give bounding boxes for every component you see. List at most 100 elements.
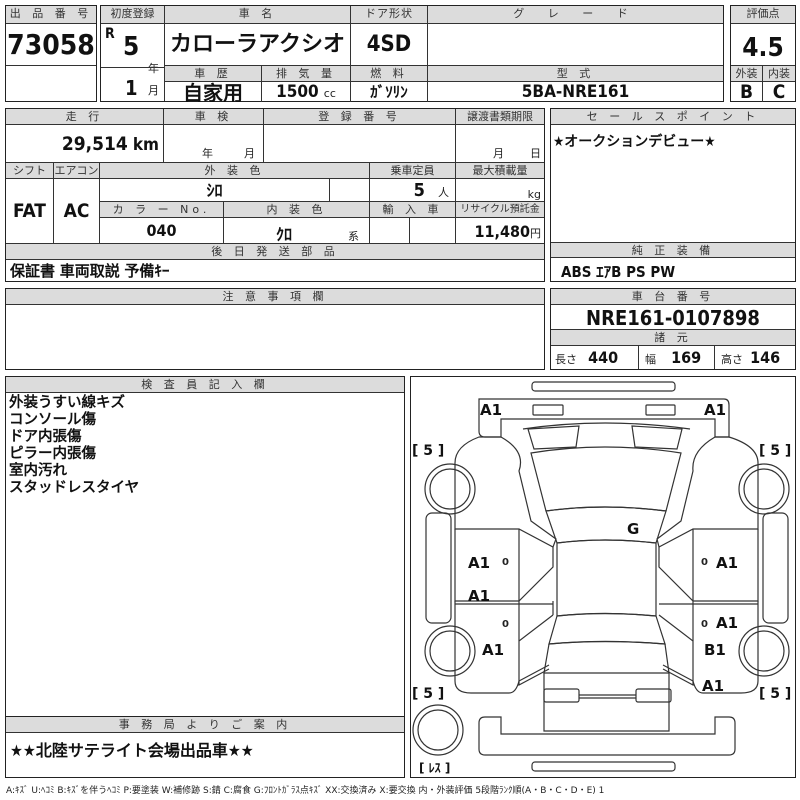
mark-right-rear-door: A1 [716, 614, 738, 632]
width-label: 幅 [645, 353, 656, 366]
color-number-label: カ ラ ー No. [100, 202, 224, 218]
capacity-value: 5 [413, 180, 425, 201]
zero-mark: 0 [502, 557, 509, 568]
registration-month: 1 [125, 76, 138, 100]
notes-box: 注 意 事 項 欄 [5, 288, 545, 370]
interior-color-unit: 系 [348, 230, 359, 243]
equipment-text: ABS ｴｱB PS PW [561, 263, 676, 281]
first-registration-label: 初度登録 [101, 6, 165, 24]
width: 幅 169 [639, 346, 715, 369]
vehicle-info-box: 初度登録 車 名 ドア形状 グ レ ー ド R 5 年 1 月 カローラアクシオ… [100, 5, 724, 102]
inspector-line: スタッドレスタイヤ [9, 480, 140, 496]
mark-left-rear-fender: A1 [482, 641, 504, 659]
car-name: カローラアクシオ [165, 24, 351, 66]
lot-number-label: 出 品 番 号 [6, 6, 96, 24]
mark-front-left: A1 [480, 401, 502, 419]
transfer-day-unit: 日 [530, 147, 541, 160]
interior-color-value: ｸﾛ [276, 225, 293, 244]
door-type: 4SD [351, 24, 428, 66]
zero-mark: 0 [701, 557, 708, 568]
fuel: ｶﾞｿﾘﾝ [351, 82, 428, 102]
capacity: 5 人 [370, 179, 456, 202]
office-notice-label: 事 務 局 よ り ご 案 内 [6, 717, 404, 733]
shift: FAT [6, 179, 54, 244]
exterior-color-extra [330, 179, 370, 202]
damage-diagram-box: A1 A1 G A1 A1 A1 A1 A1 B1 A1 0 0 0 0 [ 5… [410, 376, 796, 778]
exterior-label: 外装 [731, 66, 763, 82]
exterior-color-label: 外 装 色 [100, 163, 370, 179]
first-registration: R 5 年 1 月 [101, 24, 165, 101]
grade [428, 24, 723, 66]
mileage-unit: km [132, 135, 159, 155]
year-unit: 年 [148, 62, 159, 75]
exterior-color: ｼﾛ [100, 179, 330, 202]
registration-number [264, 125, 456, 163]
recycle-fee-label: リサイクル預託金 [456, 202, 544, 218]
capacity-unit: 人 [438, 186, 449, 199]
score-box: 評価点 4.5 外装 内装 B C [730, 5, 796, 102]
zero-mark: 0 [701, 619, 708, 630]
max-load: kg [456, 179, 544, 202]
inspector-line: 外装うすい線キズ [9, 395, 125, 411]
max-load-unit: kg [527, 188, 541, 201]
displacement-unit: cc [323, 87, 336, 100]
max-load-label: 最大積載量 [456, 163, 544, 179]
inspection-year-unit: 年 [202, 147, 213, 160]
spare-tire: [ ﾚｽ ] [419, 761, 450, 775]
inspector-line: 室内汚れ [9, 463, 67, 479]
damage-code-legend: A:ｷｽﾞ U:ﾍｺﾐ B:ｷｽﾞを伴うﾍｺﾐ P:要塗装 W:補修跡 S:錆 … [6, 786, 605, 796]
model-code: 5BA-NRE161 [521, 82, 630, 102]
car-name-label: 車 名 [165, 6, 351, 24]
chassis-box: 車 台 番 号 NRE161-0107898 諸 元 長さ 440 幅 169 … [550, 288, 796, 370]
inspection-label: 車 検 [164, 109, 264, 125]
inspection-date: 年 月 [164, 125, 264, 163]
inspector-notes: 外装うすい線キズ コンソール傷 ドア内張傷 ピラー内張傷 室内汚れ スタッドレス… [9, 395, 139, 497]
recycle-fee: 11,480円 [456, 218, 544, 244]
transfer-deadline: 月 日 [456, 125, 544, 163]
tire-rear-left: [ 5 ] [412, 686, 444, 702]
capacity-label: 乗車定員 [370, 163, 456, 179]
door-type-label: ドア形状 [351, 6, 428, 24]
month-unit: 月 [148, 84, 159, 97]
mark-right-rear-quarter: A1 [702, 677, 724, 695]
era: R [105, 26, 115, 42]
mark-left-front-door: A1 [468, 554, 490, 572]
interior-color: ｸﾛ 系 [224, 218, 370, 244]
model-label: 型 式 [428, 66, 723, 82]
inspector-line: ドア内張傷 [9, 429, 82, 445]
chassis-number: NRE161-0107898 [551, 305, 795, 330]
inspector-box: 検 査 員 記 入 欄 外装うすい線キズ コンソール傷 ドア内張傷 ピラー内張傷… [5, 376, 405, 717]
office-notice-text: ★★北陸サテライト会場出品車★★ [10, 741, 254, 760]
height-value: 146 [750, 348, 781, 367]
length: 長さ 440 [551, 346, 639, 369]
mileage-value: 29,514 [61, 133, 128, 155]
lot-number: 73058 [6, 24, 96, 66]
details-box: 走 行 車 検 登 録 番 号 譲渡書類期限 29,514 km 年 月 月 日… [5, 108, 545, 282]
color-number: 040 [100, 218, 224, 244]
displacement-label: 排 気 量 [262, 66, 351, 82]
mark-windshield: G [627, 520, 639, 538]
history: 自家用 [165, 82, 262, 102]
aircon-label: エアコン [54, 163, 100, 179]
transfer-deadline-label: 譲渡書類期限 [456, 109, 544, 125]
tire-front-left: [ 5 ] [412, 443, 444, 459]
import-extra [410, 218, 456, 244]
inspector-line: コンソール傷 [9, 412, 96, 428]
interior-grade: C [772, 82, 786, 102]
displacement-value: 1500 [276, 82, 319, 102]
sales-point-box: セ ー ル ス ポ イ ン ト ★オークションデビュー★ 純 正 装 備 ABS… [550, 108, 796, 282]
mark-right-front-door: A1 [716, 554, 738, 572]
mark-right-rear-fender: B1 [704, 641, 726, 659]
length-value: 440 [588, 348, 619, 367]
chassis-label: 車 台 番 号 [551, 289, 795, 305]
equipment-label: 純 正 装 備 [551, 242, 795, 258]
fuel-label: 燃 料 [351, 66, 428, 82]
interior-label: 内装 [763, 66, 795, 82]
lot-number-box: 出 品 番 号 73058 [5, 5, 97, 102]
mark-left-rear-door: A1 [468, 587, 490, 605]
spec-label: 諸 元 [551, 330, 795, 346]
later-parts-label: 後 日 発 送 部 品 [6, 244, 544, 260]
mark-front-right: A1 [704, 401, 726, 419]
registration-number-label: 登 録 番 号 [264, 109, 456, 125]
later-parts: 保証書 車両取説 予備ｷｰ [10, 262, 170, 280]
